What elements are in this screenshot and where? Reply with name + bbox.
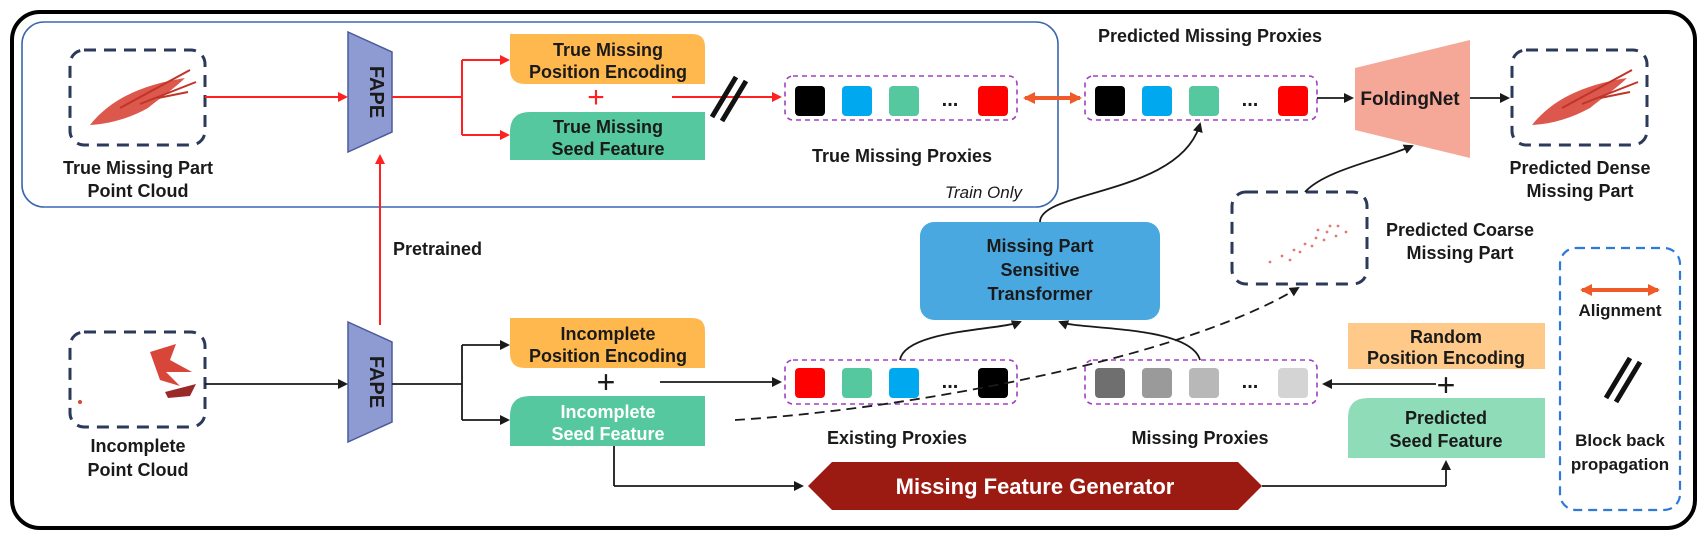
pred-proxy-token-4 — [1278, 86, 1308, 116]
arrow-coarse-to-foldingnet — [1304, 144, 1414, 193]
block-back-propagation-icon — [709, 75, 749, 123]
true-proxy-token-3 — [889, 86, 919, 116]
true-proxy-token-2 — [842, 86, 872, 116]
incomplete-label-2: Point Cloud — [88, 460, 189, 480]
true-proxy-token-1 — [795, 86, 825, 116]
predicted-coarse-label-2: Missing Part — [1406, 243, 1513, 263]
fape-top — [347, 30, 393, 154]
predicted-seed-feat-line-1: Predicted — [1405, 408, 1487, 428]
pred-proxy-ellipsis: ... — [1242, 89, 1259, 111]
missing-proxies-group — [1084, 359, 1318, 405]
predicted-dense-label-1: Predicted Dense — [1509, 158, 1650, 178]
generator-label: Missing Feature Generator — [896, 474, 1175, 499]
true-seed-feature-box — [510, 112, 705, 160]
predicted-dense-label-2: Missing Part — [1526, 181, 1633, 201]
true-seed-feat-line-2: Seed Feature — [551, 139, 664, 159]
transformer-line-3: Transformer — [987, 284, 1092, 304]
random-pos-enc-line-2: Position Encoding — [1367, 348, 1525, 368]
incomplete-plus-sign: + — [597, 364, 616, 400]
legend-block-label-1: Block back — [1575, 431, 1665, 450]
foldingnet-label: FoldingNet — [1360, 89, 1460, 110]
true-plus-sign: + — [587, 81, 605, 114]
existing-proxy-token-4 — [978, 368, 1008, 398]
missing-proxy-token-1 — [1095, 368, 1125, 398]
existing-proxy-token-1 — [795, 368, 825, 398]
missing-proxy-token-3 — [1189, 368, 1219, 398]
incomplete-position-encoding-box — [510, 318, 705, 368]
arrow-existing-to-transformer — [899, 320, 1022, 361]
transformer-line-1: Missing Part — [986, 236, 1093, 256]
incomplete-pos-enc-line-2: Position Encoding — [529, 346, 687, 366]
fape-top-label: FAPE — [365, 66, 387, 118]
transformer-line-2: Sensitive — [1000, 260, 1079, 280]
foldingnet-block — [1355, 40, 1470, 158]
missing-feature-generator — [808, 462, 1262, 510]
dashed-arrow-seed-to-coarse — [734, 286, 1300, 421]
legend-block-icon — [1603, 356, 1643, 404]
true-missing-proxies-group — [784, 75, 1018, 121]
existing-proxies-label: Existing Proxies — [827, 428, 967, 448]
train-only-label: Train Only — [945, 183, 1024, 202]
true-pos-enc-line-2: Position Encoding — [529, 62, 687, 82]
true-missing-part-label-1: True Missing Part — [63, 158, 213, 178]
arrow-transformer-to-predicted-proxies — [1039, 122, 1203, 223]
missing-part-sensitive-transformer — [920, 222, 1160, 320]
random-position-encoding-box — [1348, 323, 1545, 369]
point-cloud-incomplete — [78, 344, 196, 404]
true-missing-proxies-label: True Missing Proxies — [812, 146, 992, 166]
incomplete-cloud-frame — [68, 330, 207, 429]
true-proxy-token-4 — [978, 86, 1008, 116]
true-missing-part-label-2: Point Cloud — [88, 181, 189, 201]
predicted-missing-proxies-label: Predicted Missing Proxies — [1098, 26, 1322, 46]
true-pos-enc-line-1: True Missing — [553, 40, 663, 60]
missing-proxy-token-4 — [1278, 368, 1308, 398]
true-seed-feat-line-1: True Missing — [553, 117, 663, 137]
incomplete-seed-feat-line-2: Seed Feature — [551, 424, 664, 444]
pred-proxy-token-1 — [1095, 86, 1125, 116]
predicted-coarse-label-1: Predicted Coarse — [1386, 220, 1534, 240]
random-pos-enc-line-1: Random — [1410, 327, 1482, 347]
point-cloud-dense — [1532, 69, 1639, 125]
incomplete-label-1: Incomplete — [90, 436, 185, 456]
predicted-coarse-frame — [1230, 190, 1369, 286]
legend-block-label-2: propagation — [1571, 455, 1669, 474]
incomplete-seed-feature-box — [510, 396, 705, 446]
predicted-seed-feature-box — [1348, 398, 1545, 458]
random-plus-sign: + — [1437, 367, 1456, 403]
predicted-dense-frame — [1510, 48, 1649, 147]
arrow-missing-to-transformer — [1058, 320, 1201, 361]
train-only-region — [21, 21, 1059, 208]
incomplete-seed-feat-line-1: Incomplete — [560, 402, 655, 422]
predicted-seed-feat-line-2: Seed Feature — [1389, 431, 1502, 451]
existing-proxies-group — [784, 359, 1018, 405]
pretrained-label: Pretrained — [393, 239, 482, 259]
point-cloud-coarse — [1268, 224, 1348, 264]
legend-alignment-label: Alignment — [1578, 301, 1661, 320]
existing-proxy-token-3 — [889, 368, 919, 398]
pred-proxy-token-2 — [1142, 86, 1172, 116]
missing-proxy-token-2 — [1142, 368, 1172, 398]
legend-box — [1558, 246, 1682, 512]
predicted-missing-proxies-group — [1084, 75, 1318, 121]
fape-bottom — [347, 320, 393, 444]
point-cloud-missing-part — [90, 69, 197, 125]
fape-bottom-label: FAPE — [365, 356, 387, 408]
missing-proxies-label: Missing Proxies — [1131, 428, 1268, 448]
incomplete-pos-enc-line-1: Incomplete — [560, 324, 655, 344]
pred-proxy-token-3 — [1189, 86, 1219, 116]
existing-proxy-token-2 — [842, 368, 872, 398]
existing-proxy-ellipsis: ... — [942, 371, 959, 393]
missing-proxy-ellipsis: ... — [1242, 371, 1259, 393]
true-position-encoding-box — [510, 34, 705, 84]
outer-frame — [10, 10, 1697, 530]
true-proxy-ellipsis: ... — [942, 89, 959, 111]
